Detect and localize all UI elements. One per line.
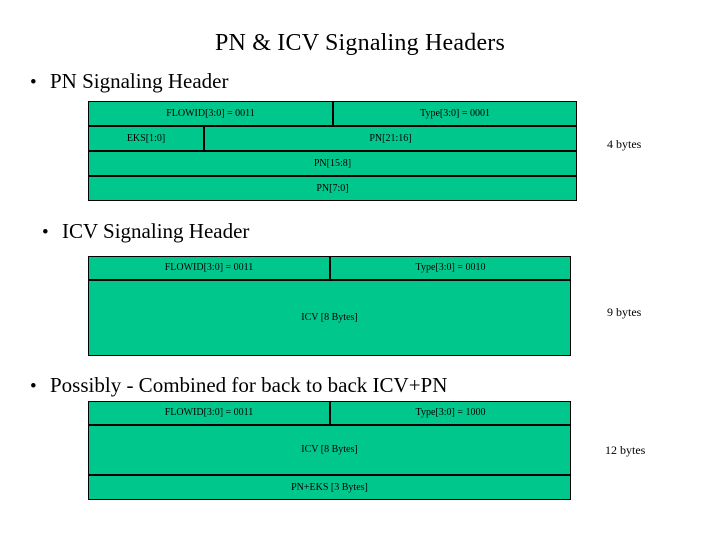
- cell-icv: ICV [8 Bytes]: [88, 280, 571, 356]
- bullet-combined-header: • Possibly - Combined for back to back IC…: [30, 372, 447, 400]
- bullet-icv-signaling-header: • ICV Signaling Header: [42, 218, 249, 246]
- size-note-pn: 4 bytes: [607, 137, 642, 151]
- cell-eks: EKS[1:0]: [88, 126, 204, 151]
- table-row: PN+EKS [3 Bytes]: [88, 475, 571, 500]
- cell-type: Type[3:0] = 0001: [333, 101, 577, 126]
- cell-type: Type[3:0] = 1000: [330, 401, 571, 425]
- size-note-icv: 9 bytes: [607, 305, 642, 319]
- page-title: PN & ICV Signaling Headers: [214, 30, 506, 56]
- table-row: EKS[1:0] PN[21:16]: [88, 126, 577, 151]
- pn-signaling-header-table: FLOWID[3:0] = 0011 Type[3:0] = 0001 EKS[…: [88, 101, 577, 201]
- bullet-dot-icon: •: [30, 376, 37, 397]
- cell-pn-21-16: PN[21:16]: [204, 126, 577, 151]
- bullet-pn-signaling-header-label: PN Signaling Header: [50, 69, 229, 93]
- cell-type: Type[3:0] = 0010: [330, 256, 571, 280]
- cell-flowid: FLOWID[3:0] = 0011: [88, 101, 333, 126]
- bullet-icv-signaling-header-label: ICV Signaling Header: [62, 219, 250, 243]
- bullet-dot-icon: •: [30, 72, 37, 93]
- bullet-pn-signaling-header: • PN Signaling Header: [30, 68, 228, 96]
- cell-flowid: FLOWID[3:0] = 0011: [88, 401, 330, 425]
- table-row: ICV [8 Bytes]: [88, 280, 571, 356]
- table-row: FLOWID[3:0] = 0011 Type[3:0] = 0010: [88, 256, 571, 280]
- size-note-combined: 12 bytes: [605, 443, 646, 457]
- table-row: ICV [8 Bytes]: [88, 425, 571, 475]
- bullet-combined-header-label: Possibly - Combined for back to back ICV…: [50, 373, 448, 397]
- table-row: FLOWID[3:0] = 0011 Type[3:0] = 1000: [88, 401, 571, 425]
- icv-signaling-header-table: FLOWID[3:0] = 0011 Type[3:0] = 0010 ICV …: [88, 256, 571, 356]
- bullet-dot-icon: •: [42, 222, 49, 243]
- table-row: PN[7:0]: [88, 176, 577, 201]
- cell-pn-7-0: PN[7:0]: [88, 176, 577, 201]
- table-row: FLOWID[3:0] = 0011 Type[3:0] = 0001: [88, 101, 577, 126]
- cell-flowid: FLOWID[3:0] = 0011: [88, 256, 330, 280]
- table-row: PN[15:8]: [88, 151, 577, 176]
- cell-pn-15-8: PN[15:8]: [88, 151, 577, 176]
- cell-pn-eks: PN+EKS [3 Bytes]: [88, 475, 571, 500]
- combined-header-table: FLOWID[3:0] = 0011 Type[3:0] = 1000 ICV …: [88, 401, 571, 500]
- cell-icv: ICV [8 Bytes]: [88, 425, 571, 475]
